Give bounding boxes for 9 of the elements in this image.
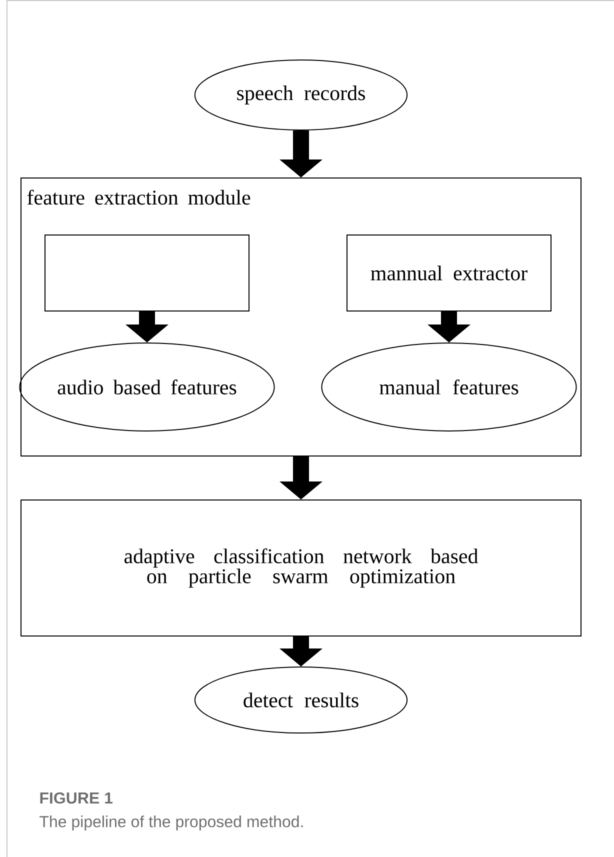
figure-label: FIGURE 1 — [40, 792, 113, 804]
process-box: adaptive classification network based on particle swarm optimization — [20, 500, 582, 636]
ellipse-node: speech records — [194, 60, 408, 130]
ellipse-node: detect results — [194, 666, 408, 734]
caption: The pipeline of the proposed method. — [40, 816, 303, 830]
process-box — [44, 234, 250, 312]
ellipse-node: manual features — [321, 342, 577, 432]
ellipse-node: audio based features — [19, 342, 275, 432]
process-box: mannual extractor — [346, 234, 552, 312]
